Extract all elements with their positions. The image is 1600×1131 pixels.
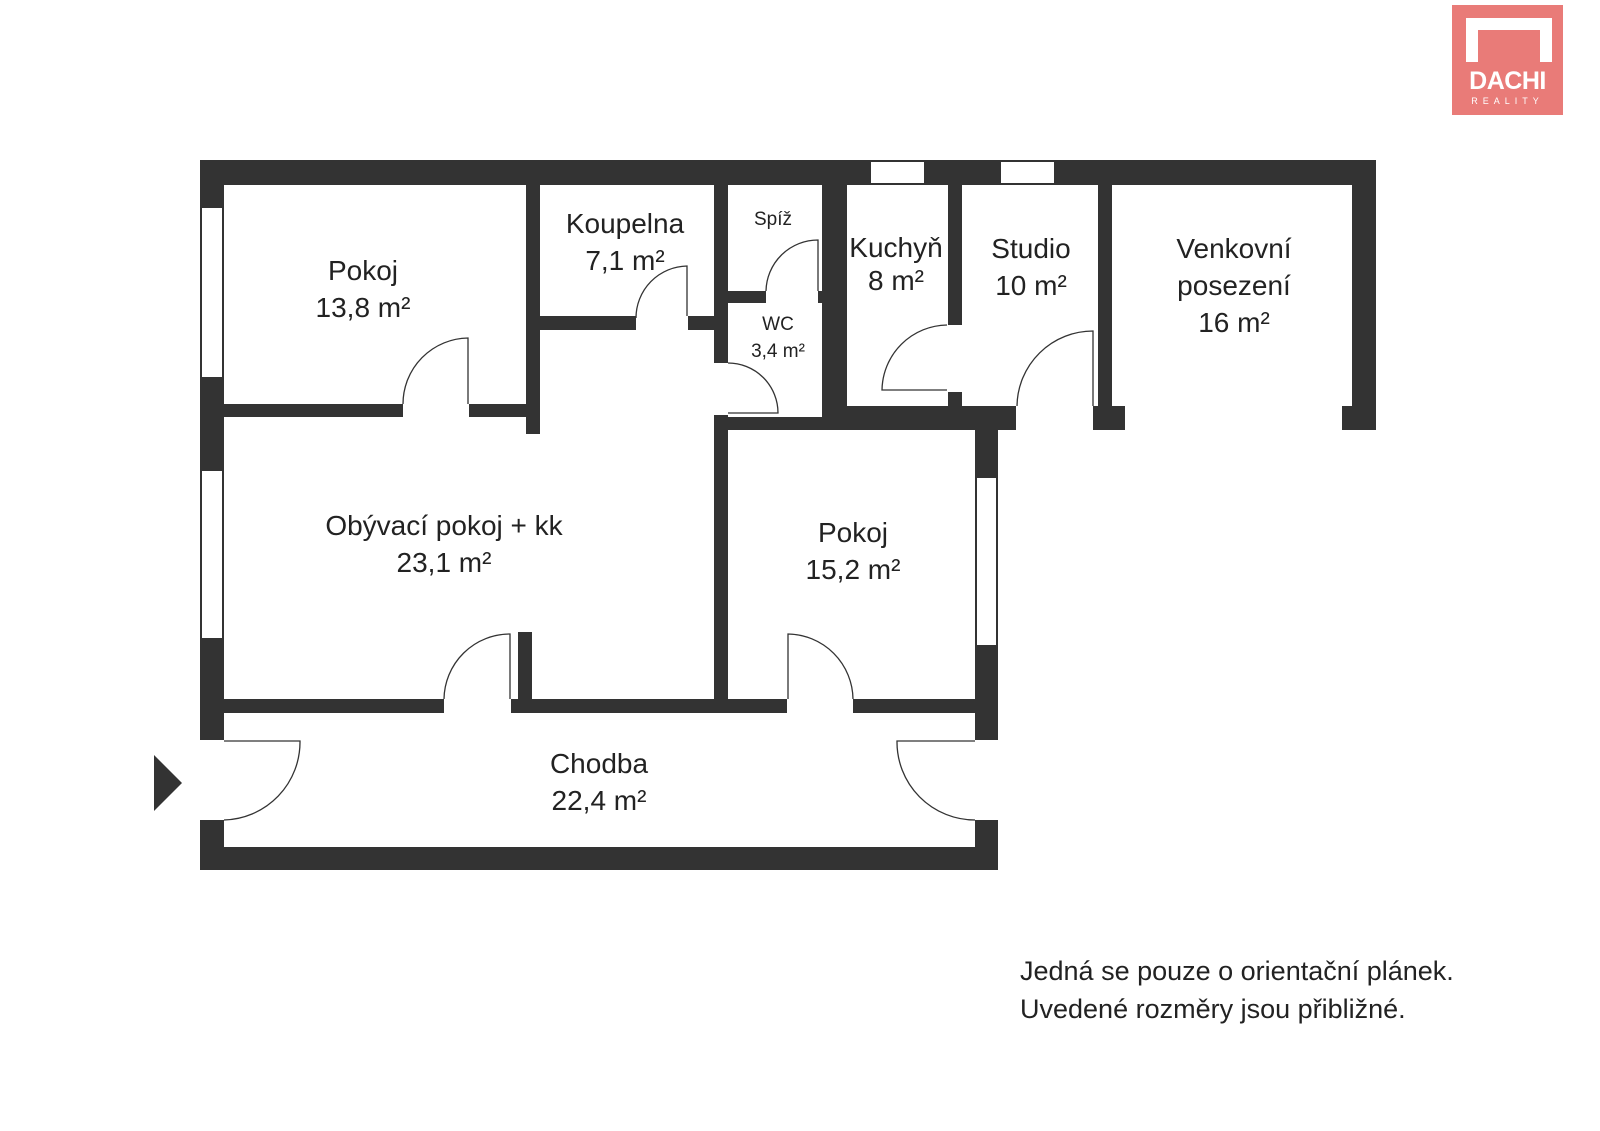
room-area: 15,2 m² [806,554,901,585]
room-area: 23,1 m² [397,547,492,578]
windows [202,162,1054,645]
room-name: Studio [991,233,1070,264]
room-area: 3,4 m² [751,341,805,362]
room-area: 22,4 m² [552,785,647,816]
room-name: Chodba [550,748,649,779]
room-area: 7,1 m² [585,245,664,276]
logo-arch-icon [1466,18,1552,62]
room-labels: Pokoj 13,8 m² Koupelna 7,1 m² Spíž WC 3,… [316,208,1292,816]
logo-sub: REALITY [1471,96,1544,106]
room-name: Spíž [754,209,792,230]
room-area: 8 m² [868,265,924,296]
room-name: Pokoj [818,517,888,548]
room-name: WC [762,314,794,335]
logo-name: DACHI [1469,67,1546,95]
room-name: Obývací pokoj + kk [325,510,563,541]
room-name: Pokoj [328,255,398,286]
note-line: Uvedené rozměry jsou přibližné. [1020,994,1406,1024]
room-name: posezení [1177,270,1291,301]
room-area: 10 m² [995,270,1067,301]
room-area: 16 m² [1198,307,1270,338]
dachi-reality-logo: DACHI REALITY [1452,5,1563,115]
doors [223,239,1094,821]
room-area: 13,8 m² [316,292,411,323]
disclaimer-note: Jedná se pouze o orientační plánek. Uved… [1020,952,1454,1028]
entrance-arrow-icon [154,755,182,811]
room-name: Kuchyň [849,232,942,263]
room-name: Koupelna [566,208,685,239]
room-name: Venkovní [1176,233,1291,264]
note-line: Jedná se pouze o orientační plánek. [1020,956,1454,986]
